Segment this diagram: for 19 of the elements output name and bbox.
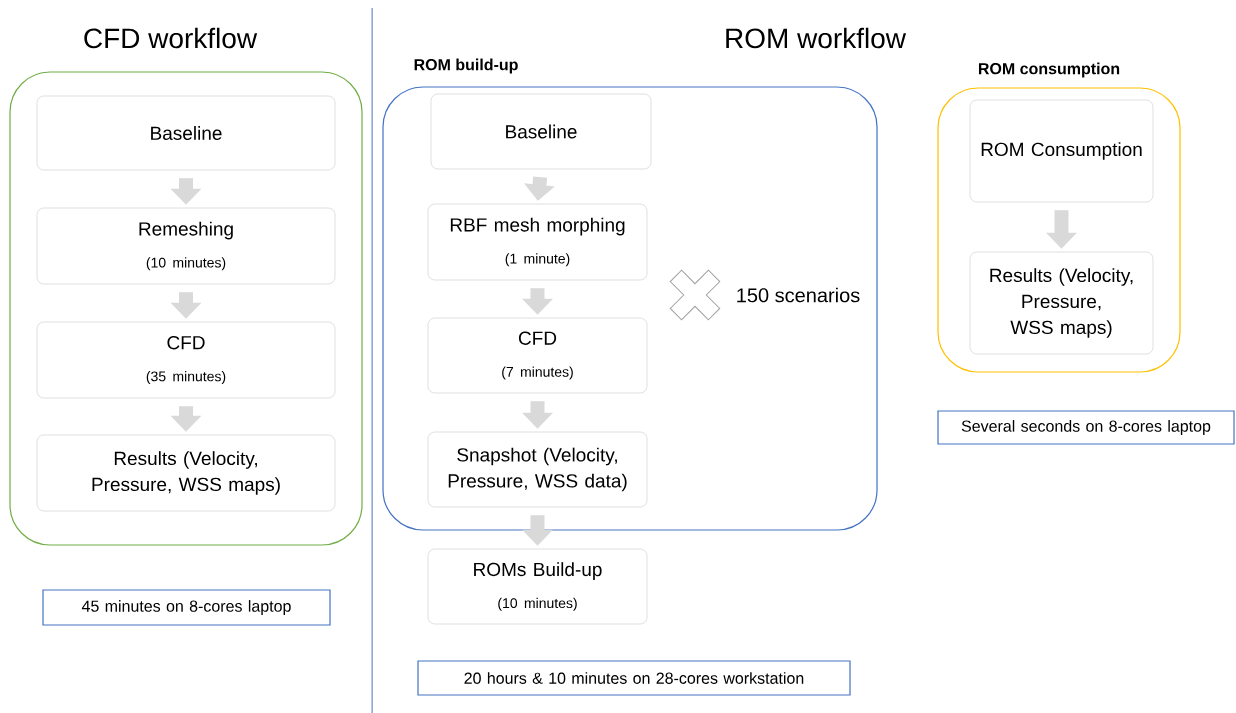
process-box: Baseline: [430, 93, 652, 170]
process-box: Results (Velocity, Pressure, WSS maps): [36, 434, 336, 512]
time-box: 45 minutes on 8-cores laptop: [42, 589, 331, 626]
process-box: CFD (35 minutes): [36, 321, 336, 399]
time-box: Several seconds on 8-cores laptop: [937, 410, 1235, 445]
count-label: 150 scenarios: [737, 287, 860, 303]
group-heading: ROM build-up: [414, 58, 518, 74]
process-box: Baseline: [36, 95, 336, 171]
process-box: Remeshing (10 minutes): [36, 207, 336, 285]
process-box: Results (Velocity, Pressure, WSS maps): [969, 251, 1154, 355]
group-heading: CFD workflow: [84, 27, 258, 49]
process-box: ROMs Build-up (10 minutes): [427, 548, 648, 625]
heading-text: ROM workflow: [726, 27, 907, 49]
time-box: 20 hours & 10 minutes on 28-cores workstation: [417, 660, 851, 696]
process-box: RBF mesh morphing (1 minute): [427, 203, 648, 281]
process-box: ROM Consumption: [969, 99, 1154, 203]
process-box: Snapshot (Velocity, Pressure, WSS data): [427, 431, 648, 508]
process-box: CFD (7 minutes): [427, 317, 648, 394]
group-heading: ROM consumption: [978, 62, 1120, 78]
